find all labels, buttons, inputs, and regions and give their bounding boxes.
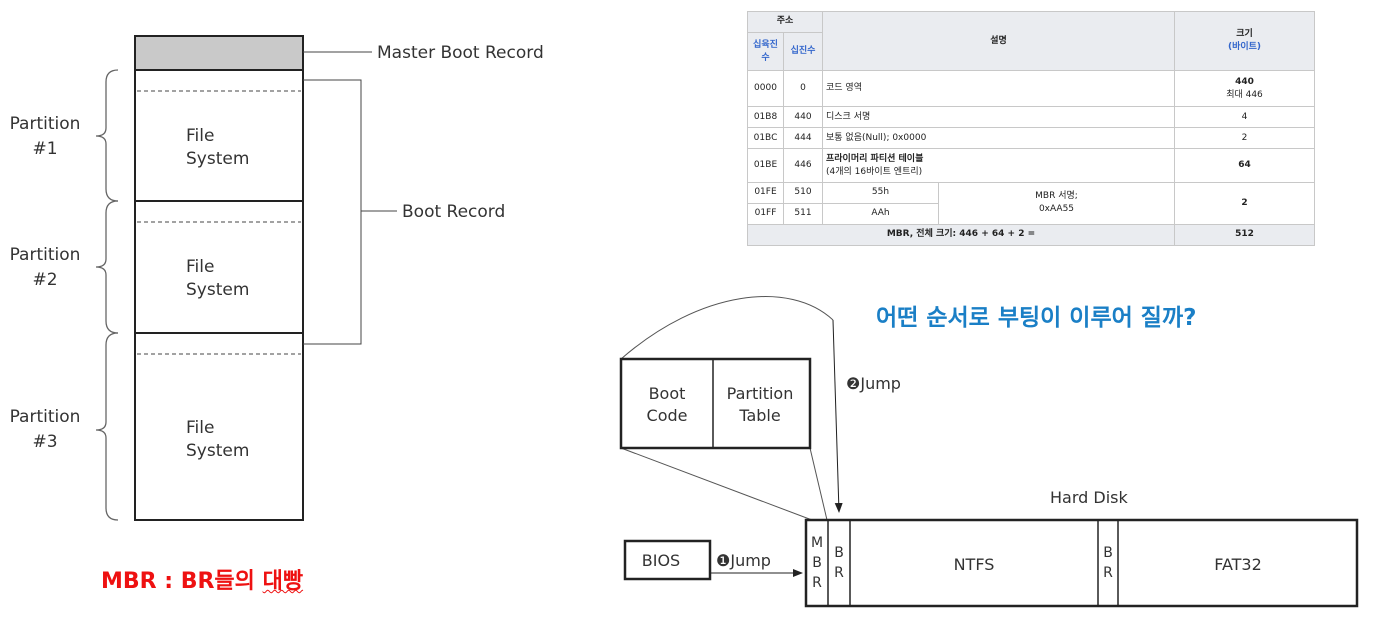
partition-table-line1: Partition <box>727 384 794 403</box>
total-size-label: MBR, 전체 크기: 446 + 64 + 2 = <box>747 223 1175 247</box>
mbr-caption-text: MBR : BR들의 <box>101 569 263 594</box>
zoom-line-left <box>620 296 834 360</box>
partition-1-number: #1 <box>32 139 57 159</box>
partition-2-number: #2 <box>32 270 57 290</box>
bios-label: BIOS <box>642 551 680 570</box>
size-header-unit: (바이트) <box>1227 42 1262 53</box>
br2-letter-b: B <box>1103 545 1113 561</box>
table-row: 01B8 440 디스크 서명 4 <box>747 106 1315 129</box>
fat32-label: FAT32 <box>1214 555 1262 574</box>
mbr-label: Master Boot Record <box>377 43 544 63</box>
partition-3-brace <box>95 332 119 521</box>
mbr-letter-r: R <box>812 575 822 591</box>
row-dec: 440 <box>783 106 823 129</box>
partition-3-fs-line2: System <box>186 441 249 461</box>
disk-layout: Master Boot Record Boot Record Partition… <box>10 35 544 521</box>
row-hex: 01B8 <box>747 106 784 129</box>
boot-order-question: 어떤 순서로 부팅이 이루어 질까? <box>876 305 1197 331</box>
disk-outline <box>134 35 304 521</box>
table-footer-row: MBR, 전체 크기: 446 + 64 + 2 = 512 <box>747 223 1315 247</box>
row-desc-main: 프라이머리 파티션 테이블 <box>826 153 924 164</box>
row-dec: 444 <box>783 127 823 149</box>
partition-2-label: Partition <box>10 245 81 265</box>
partition-1-brace <box>95 69 119 202</box>
row-size: 4 <box>1174 106 1315 129</box>
partition-2-fs-line2: System <box>186 280 249 300</box>
hard-disk <box>804 518 1359 608</box>
row-desc: 프라이머리 파티션 테이블 (4개의 16바이트 엔트리) <box>822 148 1175 183</box>
mbr-block <box>135 36 303 70</box>
mbr-caption-emphasis: 대빵 <box>262 569 304 594</box>
mbr-caption: MBR : BR들의 대빵 <box>101 563 303 595</box>
boot-record-label: Boot Record <box>402 202 505 222</box>
ntfs-label: NTFS <box>954 555 995 574</box>
row-desc-note: (4개의 16바이트 엔트리) <box>826 166 923 177</box>
description-header: 설명 <box>822 10 1175 72</box>
table-row: 01FE 510 55h MBR 서명; 0xAA55 2 <box>747 182 1315 225</box>
hex-header: 십육진수 <box>747 31 784 72</box>
partition-1-label: Partition <box>10 114 81 134</box>
size-header: 크기 (바이트) <box>1174 10 1315 72</box>
table-row: 01BE 446 프라이머리 파티션 테이블 (4개의 16바이트 엔트리) 6… <box>747 148 1315 183</box>
br2-letter-r: R <box>1103 565 1113 581</box>
mbr-structure-table: 주소 설명 크기 (바이트) 십육진수 십진수 0000 0 코드 영역 440… <box>747 10 1315 247</box>
jump2-label: ❷Jump <box>846 374 901 393</box>
zoom-line-bottom <box>620 447 813 521</box>
row-desc: 코드 영역 <box>822 70 1175 108</box>
partition-2-brace <box>95 200 119 334</box>
row-hex: 01BE <box>747 148 784 183</box>
table-row: 0000 0 코드 영역 440 최대 446 <box>747 70 1315 108</box>
row-size: 2 <box>1174 127 1315 149</box>
partition-3-fs-line1: File <box>186 418 214 438</box>
mbr-signature: MBR 서명; 0xAA55 <box>938 182 1175 225</box>
mbr-signature-line1: MBR 서명; <box>1035 191 1078 202</box>
row-size-note: 최대 446 <box>1226 89 1263 100</box>
row-desc: 보통 없음(Null); 0x0000 <box>822 127 1175 149</box>
partition-1-fs-line2: System <box>186 149 249 169</box>
row-hex: 0000 <box>747 70 784 108</box>
dec-header: 십진수 <box>783 31 823 72</box>
partition-3-label: Partition <box>10 407 81 427</box>
partition-table-line2: Table <box>738 406 780 425</box>
row-dec: 511 <box>783 202 823 225</box>
row-size: 64 <box>1174 148 1315 183</box>
br1-letter-b: B <box>834 545 844 561</box>
partition-3-number: #3 <box>32 432 57 452</box>
row-hex: 01FF <box>747 202 784 225</box>
row-byte-value: 55h <box>822 182 939 204</box>
boot-code-line1: Boot <box>649 384 686 403</box>
boot-record-bracket <box>303 79 362 345</box>
row-size: 440 최대 446 <box>1174 70 1315 108</box>
hard-disk-label: Hard Disk <box>1050 488 1128 507</box>
row-dec: 0 <box>783 70 823 108</box>
row-byte-value: AAh <box>822 202 939 225</box>
row-dec: 446 <box>783 148 823 183</box>
size-header-label: 크기 <box>1236 29 1253 40</box>
boot-sequence: ❷Jump Boot Code Partition Table Hard Dis… <box>619 296 1359 608</box>
table-row: 01FF 511 AAh <box>747 202 1315 225</box>
jump2-arrow <box>832 319 843 513</box>
total-size-value: 512 <box>1174 223 1315 247</box>
jump1-label: ❶Jump <box>716 551 771 570</box>
br1-letter-r: R <box>834 565 844 581</box>
boot-code-line2: Code <box>647 406 688 425</box>
row-hex: 01BC <box>747 127 784 149</box>
mbr-zoom-box <box>619 357 812 450</box>
mbr-letter-b: B <box>812 555 822 571</box>
row-size: 2 <box>1174 182 1315 225</box>
partition-1-fs-line1: File <box>186 126 214 146</box>
zoom-line-right <box>809 447 828 521</box>
row-desc: 디스크 서명 <box>822 106 1175 129</box>
row-dec: 510 <box>783 182 823 204</box>
row-size-value: 440 <box>1235 76 1254 87</box>
bios-box <box>623 539 712 581</box>
address-header: 주소 <box>747 11 823 33</box>
row-hex: 01FE <box>747 182 784 204</box>
mbr-signature-line2: 0xAA55 <box>1038 204 1075 215</box>
table-row: 01BC 444 보통 없음(Null); 0x0000 2 <box>747 127 1315 149</box>
mbr-letter-m: M <box>811 535 823 551</box>
partition-2-fs-line1: File <box>186 257 214 277</box>
